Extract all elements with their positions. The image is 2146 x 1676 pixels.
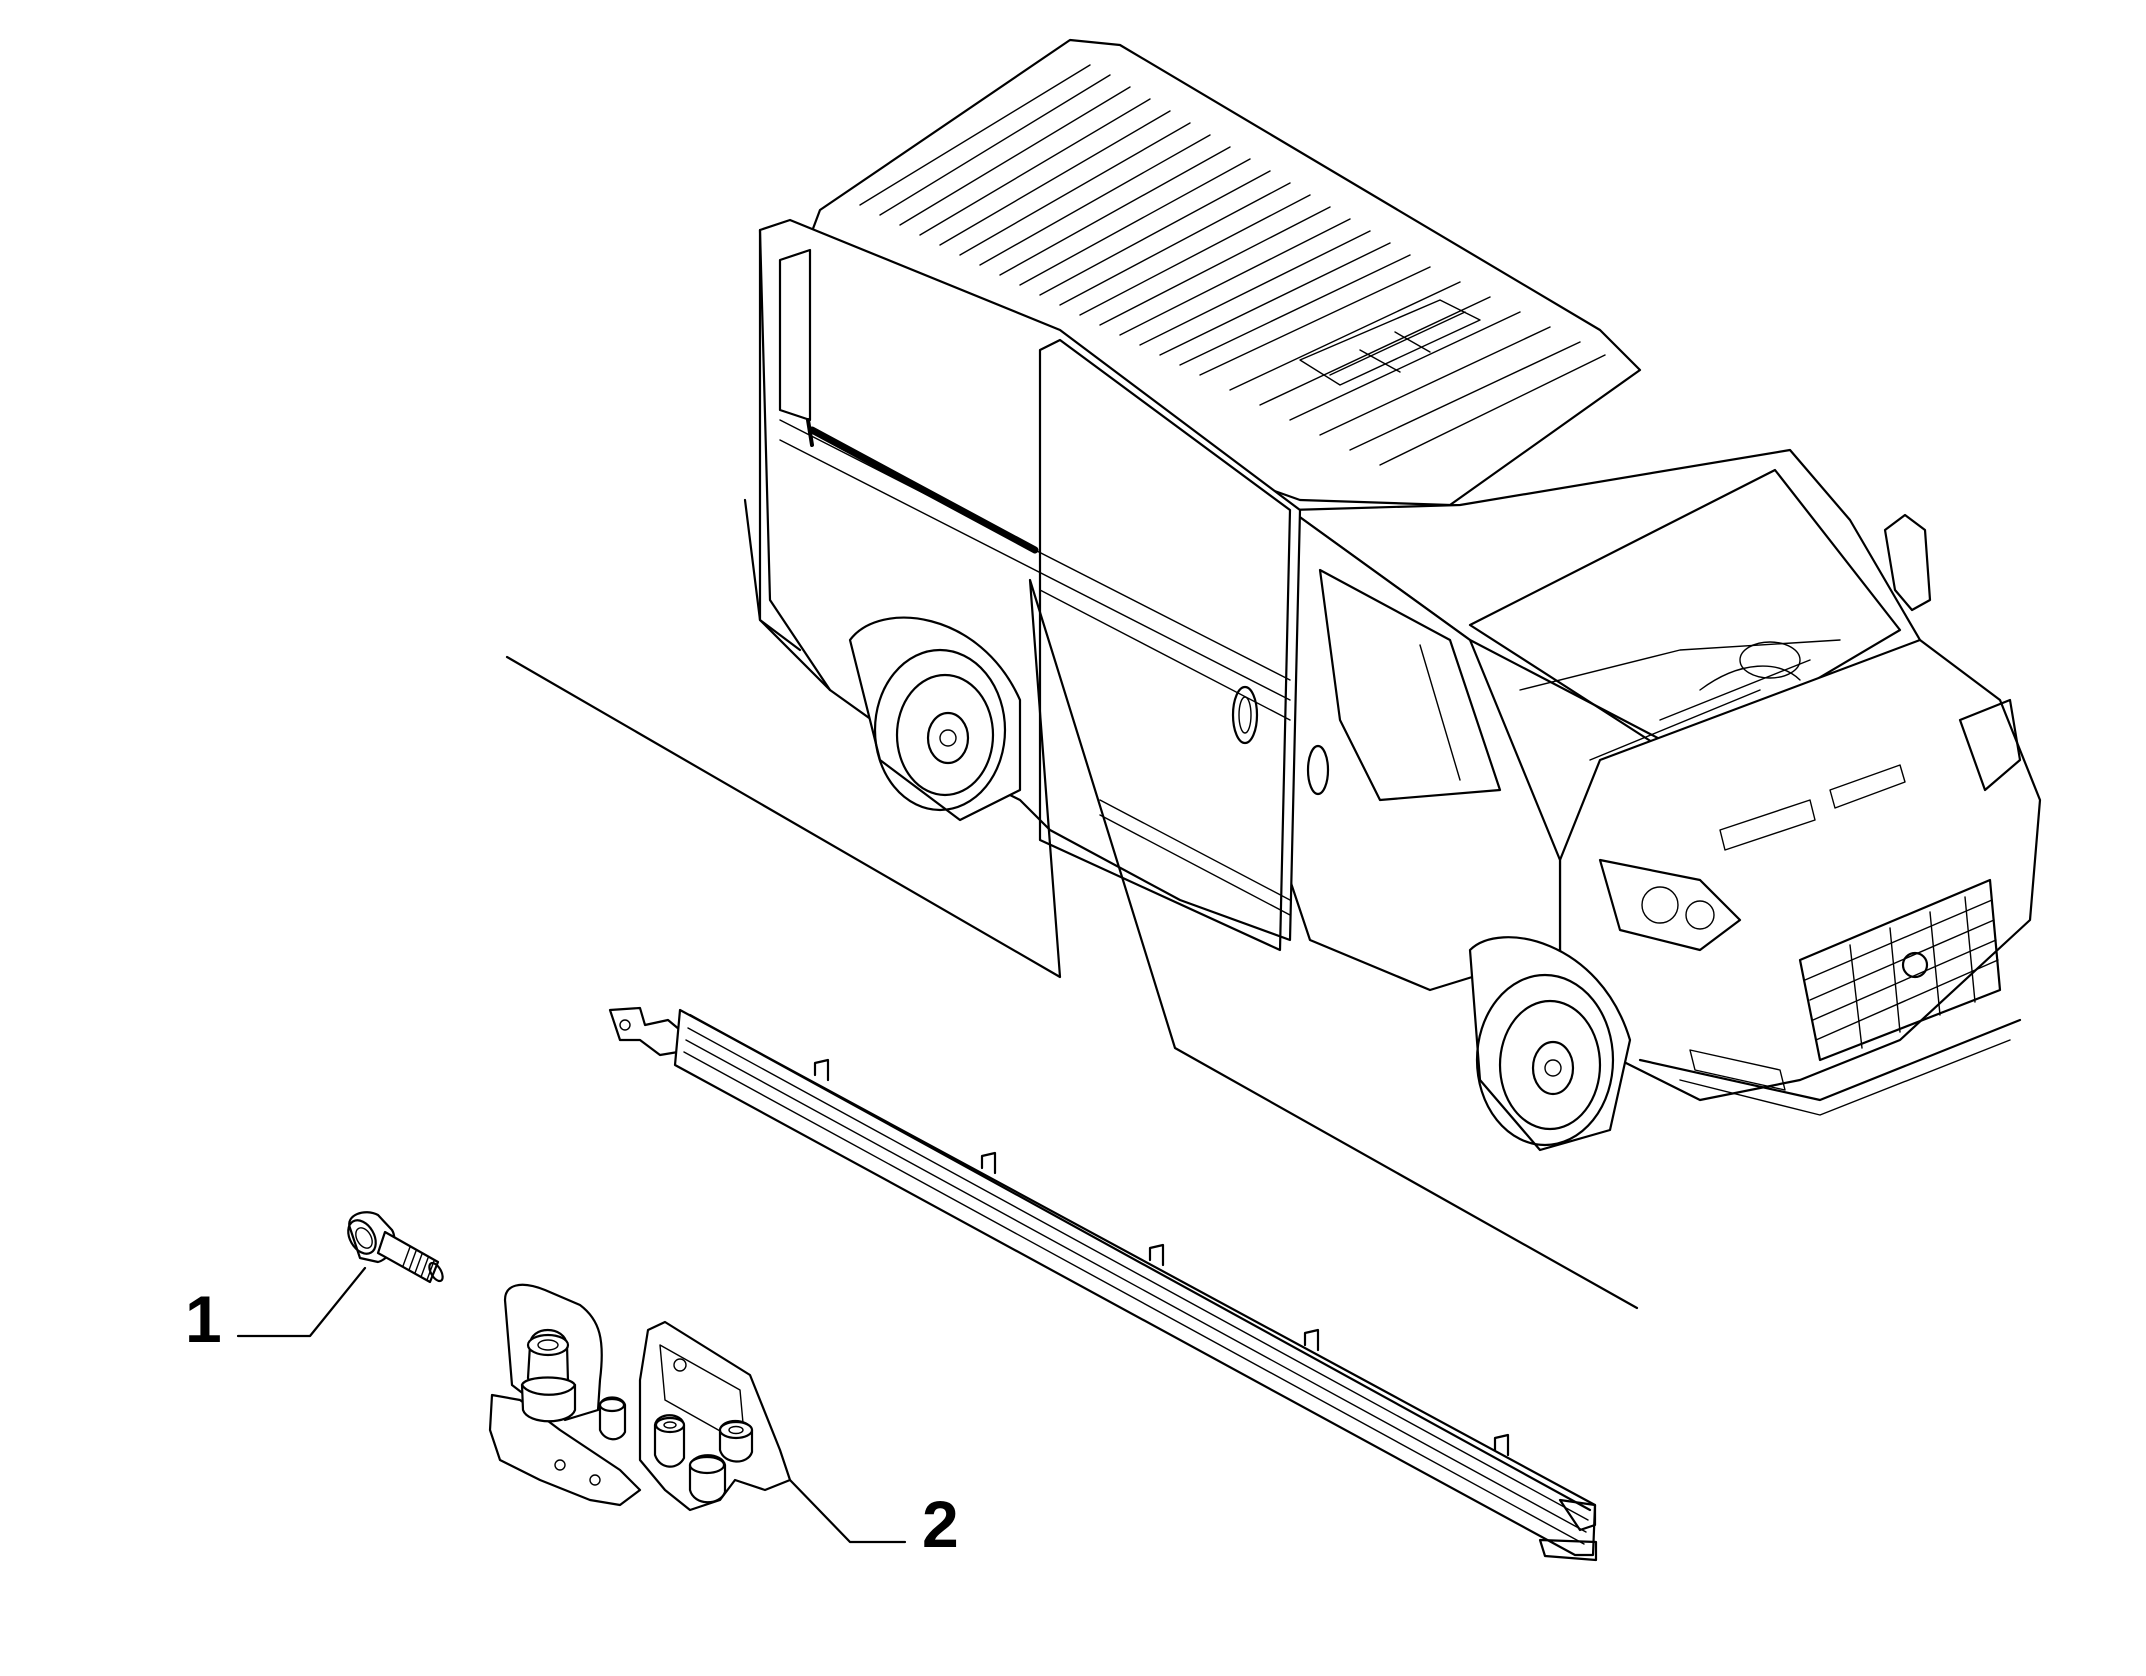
bolt-icon xyxy=(347,1211,444,1284)
sliding-door-rail xyxy=(608,1006,1598,1562)
callout-1: 1 xyxy=(185,1266,367,1356)
van-illustration xyxy=(743,38,2042,1152)
callout-label-2: 2 xyxy=(922,1487,959,1561)
sliding-door-roller-bracket-icon xyxy=(488,1283,792,1512)
detail-leader-lines xyxy=(505,578,1639,1310)
callout-label-1: 1 xyxy=(185,1282,222,1356)
callout-2: 2 xyxy=(788,1478,959,1561)
